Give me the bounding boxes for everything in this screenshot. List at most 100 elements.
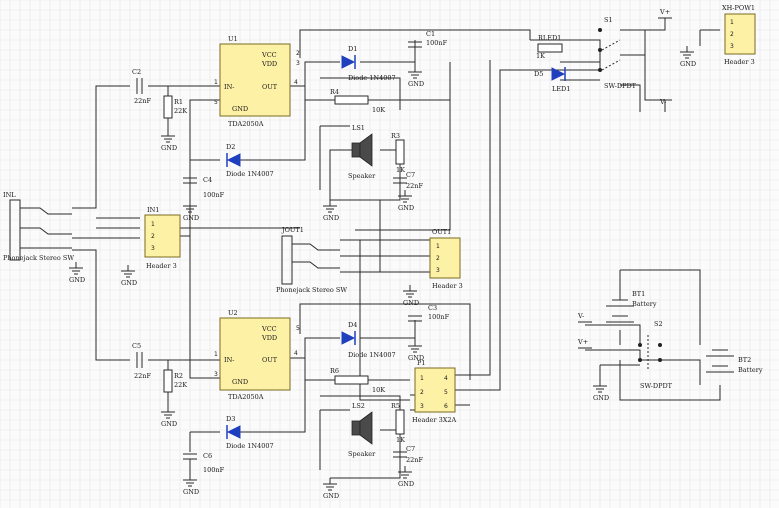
r2-value: 22K — [174, 381, 187, 389]
u1-pin-in: IN- — [224, 83, 234, 91]
resistor-r2: R2 22K — [163, 369, 187, 393]
u2-pin-num: 4 — [294, 350, 298, 357]
in1-part: Phonejack Stereo SW — [3, 254, 74, 262]
u2-pin-vcc: VCC — [261, 325, 277, 333]
c7-lower-label: C7 — [406, 445, 415, 453]
resistor-rled1: RLED1 1K — [536, 34, 563, 60]
led-led1: D5 LED1 — [534, 67, 570, 93]
r3-value: 1K — [396, 166, 405, 174]
xh-part: Header 3 — [724, 58, 755, 66]
d2-part: Diode 1N4007 — [226, 170, 274, 178]
gnd-label: GND — [408, 80, 424, 88]
header-in-label: IN1 — [147, 206, 159, 214]
u1-pin-num: 4 — [294, 79, 298, 86]
gnd-label: GND — [161, 420, 177, 428]
u2-pin-out: OUT — [262, 356, 278, 364]
resistor-r1: R1 22K — [163, 95, 187, 119]
gnd-label: GND — [398, 480, 414, 488]
ground-symbol: GND — [161, 406, 177, 428]
resistor-r3: R3 1K — [391, 132, 405, 174]
ground-symbol: GND — [593, 380, 609, 402]
resistor-r6: R6 10K — [330, 367, 385, 394]
header-in-pin: 2 — [151, 233, 155, 240]
led1-label: LED1 — [552, 85, 570, 93]
bt1-part: Battery — [632, 300, 657, 308]
capacitor-c4: C4 100nF — [183, 176, 225, 200]
ground-symbol: GND — [408, 340, 424, 362]
d2-label: D2 — [226, 143, 235, 151]
header-out-pin: 1 — [436, 243, 440, 250]
capacitor-c6: C6 100nF — [183, 452, 225, 474]
out1-label: JOUT1 — [281, 226, 304, 234]
gnd-label: GND — [69, 276, 85, 284]
c4-value: 100nF — [203, 191, 225, 199]
battery-bt1: BT1 Battery — [606, 290, 657, 323]
c7-lower-value: 22nF — [406, 456, 423, 464]
ic-u1: U1 VCC VDD OUT IN- GND TDA2050A 1 5 4 2 … — [214, 35, 300, 128]
header-out: OUT1 1 2 3 Header 3 — [429, 228, 463, 290]
ground-symbol: GND — [183, 200, 199, 222]
r5-value: 1K — [396, 436, 405, 444]
r4-label: R4 — [330, 88, 339, 96]
capacitor-c3: C3 100nF — [408, 304, 450, 340]
capacitor-c7: C7 22nF — [393, 171, 423, 190]
u1-label: U1 — [228, 35, 238, 43]
header-p1: P1 1 2 3 4 5 6 Header 3X2A — [412, 359, 456, 424]
gnd-label: GND — [161, 144, 177, 152]
bt2-part: Battery — [738, 366, 763, 374]
u2-pin-num: 3 — [214, 371, 218, 378]
d4-label: D4 — [348, 321, 357, 329]
p1-pin: 5 — [444, 389, 448, 396]
diode-d2: D2 Diode 1N4007 — [226, 143, 274, 178]
gnd-label: GND — [398, 204, 414, 212]
resistor-r5: R5 1K — [391, 402, 405, 444]
ground-symbol: GND — [323, 478, 339, 500]
diode-d3: D3 Diode 1N4007 — [226, 415, 274, 450]
p1-label: P1 — [417, 359, 426, 367]
bt2-label: BT2 — [738, 356, 751, 364]
c3-label: C3 — [428, 304, 437, 312]
ground-symbol: GND — [161, 130, 177, 152]
speaker-ls1: LS1 Speaker — [348, 124, 376, 180]
c1-value: 100nF — [426, 39, 448, 47]
u2-part: TDA2050A — [228, 393, 264, 401]
p1-pin: 1 — [420, 375, 424, 382]
c2-value: 22nF — [134, 97, 151, 105]
phonejack-out1: JOUT1 Phonejack Stereo SW — [276, 226, 347, 294]
d1-label: D1 — [348, 45, 357, 53]
rled1-value: 1K — [536, 52, 545, 60]
u1-part: TDA2050A — [228, 120, 264, 128]
in1-label: INL — [3, 191, 16, 199]
gnd-label: GND — [593, 394, 609, 402]
u1-pin-gnd: GND — [232, 105, 248, 113]
c3-value: 100nF — [428, 313, 450, 321]
rled1-label: RLED1 — [538, 34, 561, 42]
capacitor-c2: C2 22nF — [132, 68, 151, 105]
diode-d1: D1 Diode 1N4007 — [341, 45, 396, 82]
header-in: IN1 1 2 3 Header 3 — [144, 206, 181, 270]
c4-label: C4 — [203, 176, 212, 184]
u1-pin-num: 3 — [296, 60, 300, 67]
r1-label: R1 — [174, 98, 183, 106]
u2-pin-in: IN- — [224, 356, 234, 364]
battery-bt2: BT2 Battery — [706, 349, 763, 374]
header-out-pin: 2 — [436, 255, 440, 262]
out1-part: Phonejack Stereo SW — [276, 286, 347, 294]
r2-label: R2 — [174, 372, 183, 380]
c7-label: C7 — [406, 171, 415, 179]
vminus-right: V- — [577, 312, 584, 320]
c6-value: 100nF — [203, 466, 225, 474]
ground-symbol: GND — [403, 285, 419, 307]
c5-label: C5 — [132, 342, 141, 350]
xh-label: XH-POW1 — [722, 4, 755, 12]
c2-label: C2 — [132, 68, 141, 76]
ground-symbol: GND — [69, 262, 85, 284]
phonejack-in1: INL Phonejack Stereo SW — [3, 191, 74, 262]
p1-part: Header 3X2A — [412, 416, 456, 424]
xh-pin: 3 — [730, 43, 734, 50]
gnd-label: GND — [323, 214, 339, 222]
s1-part: SW-DPDT — [604, 82, 637, 90]
p1-pin: 2 — [420, 389, 424, 396]
